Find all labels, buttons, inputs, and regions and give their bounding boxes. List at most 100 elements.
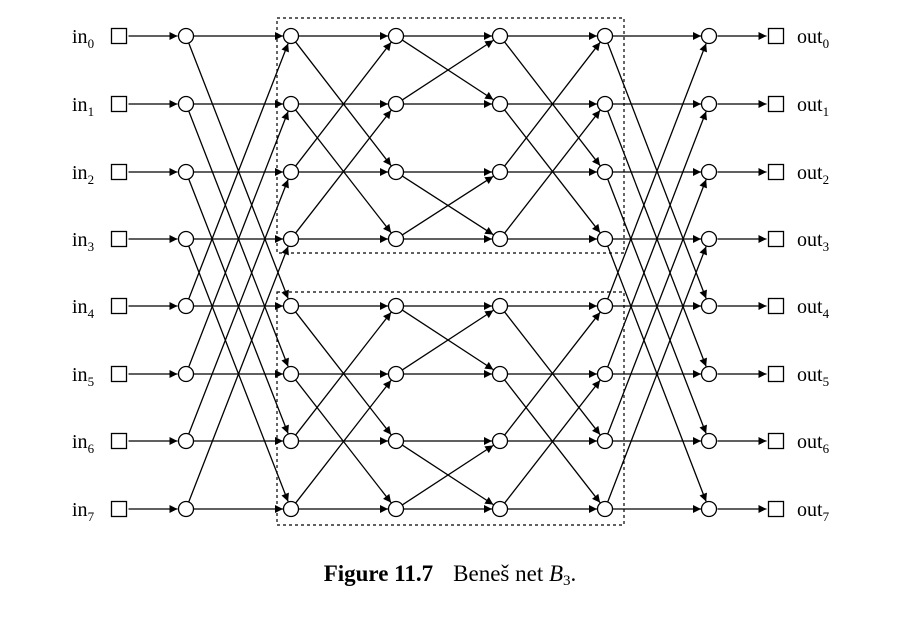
switch-node-c1-r2 [282, 163, 300, 181]
input-square-7 [110, 500, 128, 518]
output-label-6: out6 [797, 431, 830, 456]
edge-s0-4-0 [188, 43, 289, 300]
output-square-1 [767, 95, 785, 113]
edge-s3-6-4 [504, 311, 601, 436]
switch-node-c4-r7 [596, 500, 614, 518]
output-square-0 [767, 27, 785, 45]
subnetwork-box-lower [276, 291, 625, 526]
output-label-1: out1 [797, 94, 829, 119]
output-label-3: out3 [797, 229, 829, 254]
switch-node-c0-r5 [177, 365, 195, 383]
input-label-0: in0 [72, 26, 94, 51]
switch-node-c5-r5 [700, 365, 718, 383]
switch-node-c5-r4 [700, 297, 718, 315]
switch-node-c0-r7 [177, 500, 195, 518]
switch-node-c3-r7 [491, 500, 509, 518]
figure-label: Figure 11.7 [323, 561, 434, 586]
switch-node-c4-r2 [596, 163, 614, 181]
switch-node-c5-r0 [700, 27, 718, 45]
edge-s1-2-0 [295, 41, 392, 167]
switch-node-c5-r1 [700, 95, 718, 113]
caption-text: Beneš net [453, 561, 549, 586]
output-label-7: out7 [797, 499, 830, 524]
switch-node-c1-r6 [282, 432, 300, 450]
switch-node-c1-r0 [282, 27, 300, 45]
input-label-7: in7 [72, 499, 95, 524]
output-label-0: out0 [797, 26, 829, 51]
edge-s3-7-5 [504, 379, 601, 504]
input-label-5: in5 [72, 364, 94, 389]
switch-node-c5-r7 [700, 500, 718, 518]
input-label-6: in6 [72, 431, 95, 456]
switch-node-c4-r6 [596, 432, 614, 450]
switch-node-c3-r4 [491, 297, 509, 315]
edge-s0-5-1 [188, 111, 289, 368]
edge-s3-2-0 [504, 41, 601, 167]
edge-s2-3-2 [401, 175, 494, 236]
switch-node-c3-r0 [491, 27, 509, 45]
output-square-6 [767, 432, 785, 450]
switch-node-c4-r4 [596, 297, 614, 315]
switch-node-c5-r3 [700, 230, 718, 248]
output-label-2: out2 [797, 162, 829, 187]
switch-node-c3-r3 [491, 230, 509, 248]
switch-node-c3-r6 [491, 432, 509, 450]
switch-node-c0-r2 [177, 163, 195, 181]
input-label-1: in1 [72, 94, 94, 119]
input-label-3: in3 [72, 229, 94, 254]
edge-s1-7-5 [295, 379, 392, 504]
input-square-1 [110, 95, 128, 113]
edge-s4-5-1 [607, 111, 707, 368]
edge-s1-3-1 [295, 109, 392, 234]
switch-node-c1-r3 [282, 230, 300, 248]
edge-s2-7-6 [401, 444, 494, 506]
output-square-2 [767, 163, 785, 181]
switch-node-c0-r3 [177, 230, 195, 248]
input-square-0 [110, 27, 128, 45]
switch-node-c0-r0 [177, 27, 195, 45]
output-square-7 [767, 500, 785, 518]
switch-node-c3-r2 [491, 163, 509, 181]
switch-node-c2-r7 [387, 500, 405, 518]
switch-node-c2-r3 [387, 230, 405, 248]
input-square-4 [110, 297, 128, 315]
output-label-5: out5 [797, 364, 829, 389]
edge-s4-6-2 [607, 179, 707, 435]
input-square-3 [110, 230, 128, 248]
output-square-5 [767, 365, 785, 383]
edge-s3-3-1 [504, 109, 601, 234]
switch-node-c4-r3 [596, 230, 614, 248]
switch-node-c0-r6 [177, 432, 195, 450]
switch-node-c0-r1 [177, 95, 195, 113]
switch-node-c2-r5 [387, 365, 405, 383]
switch-node-c1-r4 [282, 297, 300, 315]
switch-node-c4-r0 [596, 27, 614, 45]
subnetwork-box-upper [276, 17, 625, 254]
caption-math-subscript: 3 [563, 573, 571, 589]
edge-s2-1-0 [401, 39, 494, 101]
switch-node-c4-r1 [596, 95, 614, 113]
edge-s1-6-4 [295, 311, 392, 436]
switch-node-c2-r2 [387, 163, 405, 181]
switch-node-c3-r5 [491, 365, 509, 383]
switch-node-c1-r1 [282, 95, 300, 113]
edge-s0-7-3 [188, 246, 289, 503]
switch-node-c5-r2 [700, 163, 718, 181]
output-label-4: out4 [797, 296, 830, 321]
input-square-5 [110, 365, 128, 383]
input-label-4: in4 [72, 296, 95, 321]
input-square-2 [110, 163, 128, 181]
edge-s4-7-3 [607, 246, 707, 503]
switch-node-c4-r5 [596, 365, 614, 383]
switch-node-c2-r6 [387, 432, 405, 450]
switch-node-c0-r4 [177, 297, 195, 315]
switch-node-c2-r0 [387, 27, 405, 45]
edge-s2-5-4 [401, 309, 494, 371]
edge-s4-4-0 [607, 43, 707, 300]
input-square-6 [110, 432, 128, 450]
switch-node-c2-r1 [387, 95, 405, 113]
caption-math-symbol: B [548, 561, 564, 586]
switch-node-c3-r1 [491, 95, 509, 113]
